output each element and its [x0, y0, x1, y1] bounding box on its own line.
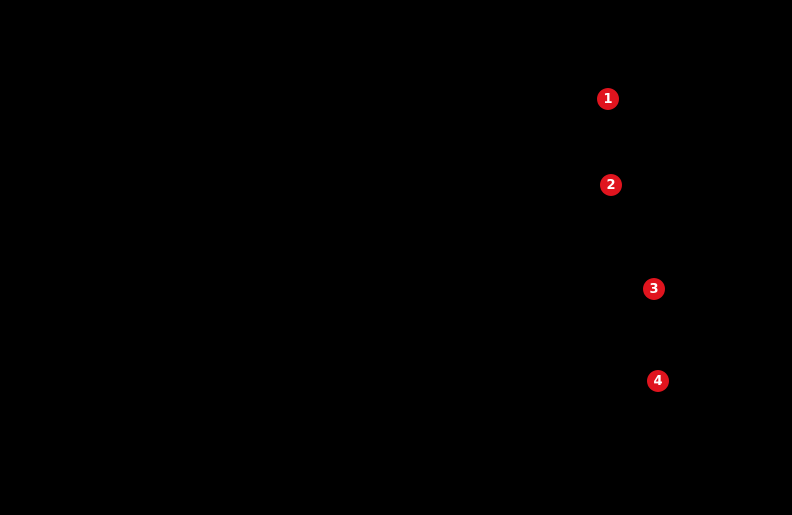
callout-marker-2: 2: [600, 174, 622, 196]
callout-marker-1: 1: [597, 88, 619, 110]
callout-marker-4: 4: [647, 370, 669, 392]
callout-marker-3: 3: [643, 278, 665, 300]
